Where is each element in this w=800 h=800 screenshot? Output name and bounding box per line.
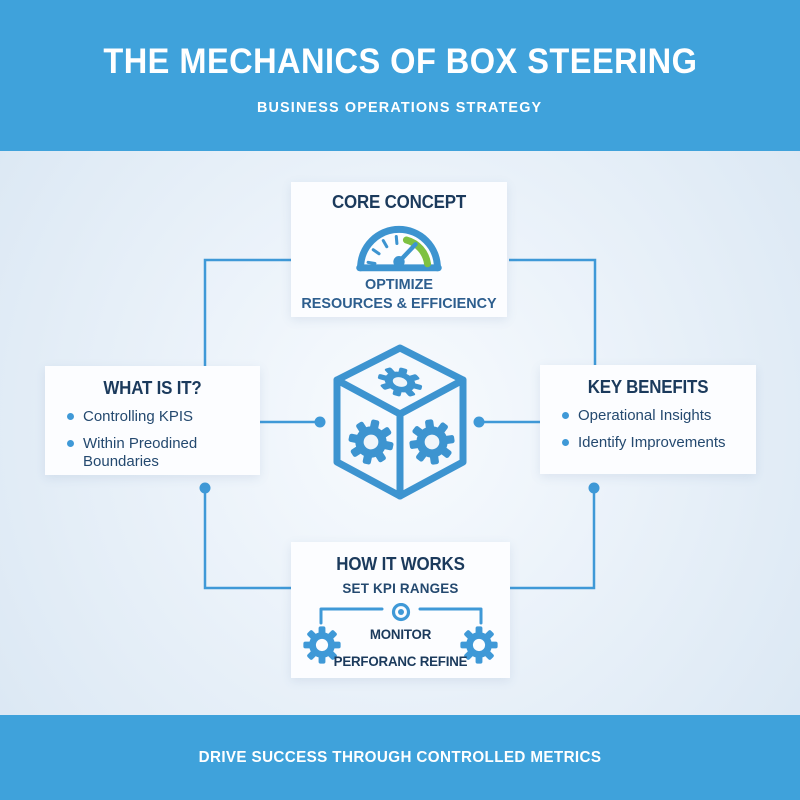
page-title: THE MECHANICS OF BOX STEERING	[102, 42, 698, 81]
caption-line: OPTIMIZE	[364, 276, 434, 293]
monitor-bracket-icon	[319, 602, 482, 625]
card-what-is-it: WHAT IS IT? Controlling KPIS Within Preo…	[45, 366, 260, 475]
gear-icon	[374, 362, 426, 402]
page-subtitle: BUSINESS OPERATIONS STRATEGY	[257, 99, 543, 116]
caption-line: MONITOR	[369, 626, 432, 642]
target-icon	[391, 602, 410, 622]
card-caption: OPTIMIZE RESOURCES & EFFICIENCY	[295, 275, 502, 313]
gear-icon	[344, 415, 398, 469]
card-key-benefits: KEY BENEFITS Operational Insights Identi…	[540, 365, 756, 474]
cube-gears-icon	[331, 342, 469, 502]
card-subtitle: SET KPI RANGES	[342, 580, 459, 596]
footer-banner: DRIVE SUCCESS THROUGH CONTROLLED METRICS	[0, 715, 800, 800]
footer-text: DRIVE SUCCESS THROUGH CONTROLLED METRICS	[198, 748, 602, 766]
bullet-list: Operational Insights Identify Improvemen…	[562, 407, 750, 461]
gauge-icon	[356, 225, 442, 272]
header-banner: THE MECHANICS OF BOX STEERING BUSINESS O…	[0, 0, 800, 151]
gear-icon	[406, 416, 458, 468]
caption-line: RESOURCES & EFFICIENCY	[301, 295, 497, 312]
card-how-it-works: HOW IT WORKS SET KPI RANGES MONITOR PERF…	[291, 542, 510, 678]
card-title: KEY BENEFITS	[587, 377, 709, 397]
bullet-item: Within Preodined Boundaries	[67, 435, 254, 471]
card-title: WHAT IS IT?	[103, 378, 202, 398]
caption-line: PERFORANC REFINE	[333, 653, 468, 669]
card-title: CORE CONCEPT	[331, 192, 467, 212]
bullet-list: Controlling KPIS Within Preodined Bounda…	[67, 408, 254, 480]
card-core-concept: CORE CONCEPT OPTIMIZE RESOURCES & EFFICI…	[291, 182, 507, 317]
bullet-item: Identify Improvements	[562, 434, 750, 452]
card-title: HOW IT WORKS	[336, 554, 465, 574]
bullet-item: Operational Insights	[562, 407, 750, 425]
bullet-item: Controlling KPIS	[67, 408, 254, 426]
card-caption: MONITOR PERFORANC REFINE	[296, 621, 504, 675]
